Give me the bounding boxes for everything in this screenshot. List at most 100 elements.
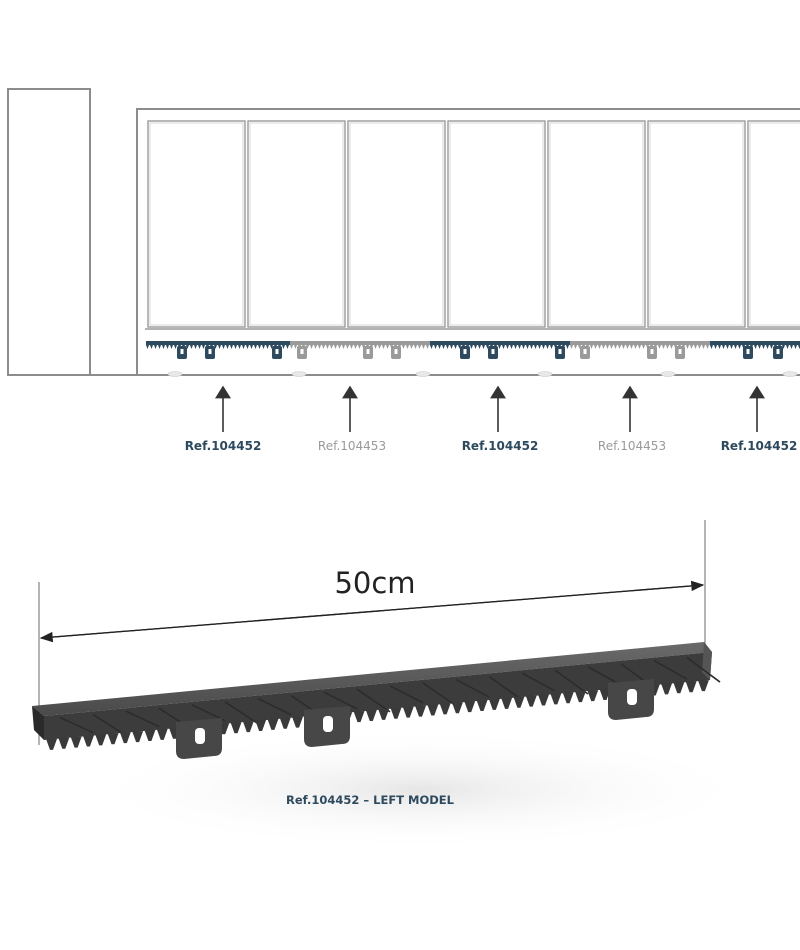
rack-tooth-3d [439,703,451,715]
rack-tooth-3d [292,716,303,728]
ref-label-1: Ref.104452 [184,439,262,453]
rack-tooth [758,345,761,349]
rack-tooth [214,345,217,349]
rack-tooth [222,345,225,349]
rack-tooth [574,345,577,349]
gate-panel-inner [749,122,800,326]
rack-tooth [770,345,773,349]
rack-tooth-3d [70,736,82,748]
rack-tooth [170,345,173,349]
dimension-label: 50cm [334,566,416,600]
rack-tooth-3d [107,733,119,745]
rack-mount-hole [627,689,637,705]
rack-tooth [414,345,417,349]
rack-tooth [186,345,189,349]
rack-tooth [270,345,273,349]
rack-tooth [234,345,237,349]
rack-tooth [250,345,253,349]
rack-tooth [330,345,333,349]
rack-tooth [406,345,409,349]
rack-tooth [606,345,609,349]
rack-tooth [658,345,661,349]
rack-tooth-3d [119,732,131,744]
gate-wheel [537,371,553,377]
rack-tooth [174,345,177,349]
rack-rib [356,688,391,713]
rack-tooth [474,345,477,349]
rack-segment [430,341,570,345]
rack-tooth-3d [587,690,599,702]
rack-tooth [530,345,533,349]
rack-tooth [734,345,737,349]
rack-rib [455,678,490,698]
rack-rib [653,659,688,680]
gate-panel [447,120,546,328]
rack-tooth [198,345,201,349]
rack-tooth [782,345,785,349]
rack-clip-hole [275,349,279,354]
gate-frame [136,108,800,376]
rack-tooth [762,345,765,349]
rack-tooth [478,345,481,349]
rack-tooth [498,345,501,349]
rack-rib [257,697,292,716]
rack-tooth-3d [82,735,94,747]
rack-tooth [698,345,701,349]
rack-mount-hole [195,728,205,744]
rack-tooth-3d [488,698,500,710]
rack-clip-hole [491,349,495,354]
rack-tooth [422,345,425,349]
gate-panel-inner [649,122,744,326]
rack-top-face [32,642,712,716]
rack-tooth [570,345,573,349]
rack-tooth [246,345,249,349]
rack-tooth [242,345,245,349]
rack-tooth [258,345,261,349]
rack-tooth [538,345,541,349]
rack-tooth-3d [255,719,267,731]
gate-wheel [660,371,676,377]
rack-tooth [738,345,741,349]
rack-tooth [438,345,441,349]
rack-tooth [322,345,325,349]
rack-clip-hole [300,349,304,354]
rack-tooth-3d [390,707,402,719]
rack-rib [125,710,160,728]
rack-strip [146,341,800,359]
rack-caption: Ref.104452 – LEFT MODEL [285,793,455,807]
rack-tooth [626,345,629,349]
rack-tooth-3d [574,691,586,703]
rack-clip-hole [583,349,587,354]
rack-mount-hole [323,716,333,732]
rack-rib [191,704,226,722]
rack-tooth [382,345,385,349]
rack-tooth [282,345,285,349]
rack-tooth-3d [156,728,168,740]
rack-rib [389,685,424,704]
rack-tooth [402,345,405,349]
rack-tooth-3d [513,696,525,708]
rack-tooth [310,345,313,349]
rack-clip-hole [746,349,750,354]
rack-tooth [486,345,489,349]
rack-tooth-3d [230,722,242,734]
rack-tooth [450,345,453,349]
rack-tooth [290,345,293,349]
rack-tooth [622,345,625,349]
rack-tooth [590,345,593,349]
rack-tooth [690,345,693,349]
rack-tooth [218,345,221,349]
gate-panel-inner [149,122,244,326]
rack-tooth [714,345,717,349]
rack-tooth [718,345,721,349]
rack-tooth [418,345,421,349]
rack-tooth-3d [697,680,709,692]
rack-tooth [230,345,233,349]
rack-tooth [378,345,381,349]
rack-tooth [306,345,309,349]
ref-arrows [215,385,765,432]
rack-segment [146,341,290,345]
rack-tooth [634,345,637,349]
rack-segment [290,341,430,345]
